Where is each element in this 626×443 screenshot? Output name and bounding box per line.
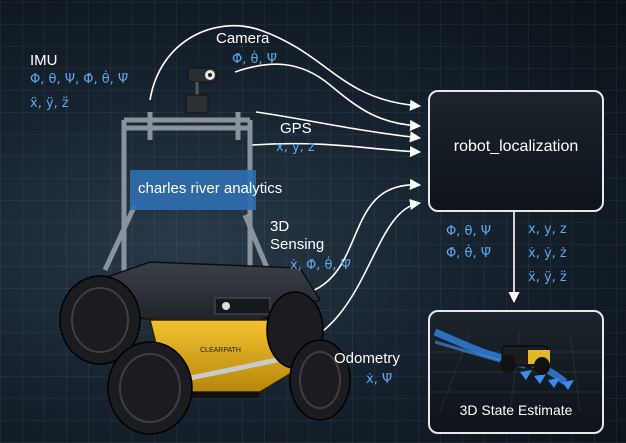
arrow-extra <box>251 142 422 158</box>
camera-device <box>185 67 217 114</box>
input-arrows <box>149 25 520 351</box>
imu-symbols-row2: ẍ, ÿ, z̈ <box>30 96 69 111</box>
output-left-row2: Φ̇, θ̇, Ψ̇ <box>446 246 491 261</box>
depth-sensor <box>214 297 271 315</box>
banner-background <box>130 170 256 210</box>
robot-localization-title: robot_localization <box>453 138 579 155</box>
imu-label: IMU <box>30 52 58 69</box>
robot-localization-box: robot_localization <box>428 90 604 212</box>
arrow-camera <box>234 63 422 132</box>
odometry-label: Odometry <box>334 350 400 367</box>
camera-symbols: Φ̇, θ̇, Ψ̇ <box>232 52 277 67</box>
gps-symbols: x, y, z <box>276 140 315 155</box>
arrow-gps <box>255 111 422 143</box>
imu-symbols-row1: Φ, θ, Ψ, Φ̇, θ̇, Ψ̇ <box>30 72 129 87</box>
state-estimate-box: 3D State Estimate <box>428 310 604 434</box>
banner-text: charles river analytics <box>138 180 283 197</box>
output-right-row1: x, y, z <box>528 222 567 237</box>
gps-label: GPS <box>280 120 312 137</box>
state-estimate-title: 3D State Estimate <box>459 402 573 418</box>
sensing-label-line2: Sensing <box>270 236 325 253</box>
output-right-row2: ẋ, ẏ, ż <box>528 246 567 261</box>
state-estimate-visual <box>430 328 602 413</box>
svg-text:CLEARPATH: CLEARPATH <box>200 347 241 354</box>
arrow-imu <box>149 25 422 111</box>
sensing-symbols: ẋ, Φ̇, θ̇, Ψ̇ <box>290 258 351 273</box>
output-left-row1: Φ, θ, Ψ <box>446 224 491 239</box>
sensing-label-line1: 3D <box>270 218 290 235</box>
arrow-3d-sensing <box>299 178 422 296</box>
output-right-row3: ẍ, ÿ, z̈ <box>528 270 567 285</box>
camera-label: Camera <box>216 30 270 47</box>
odometry-symbols: ẋ, Ψ̇ <box>366 372 393 387</box>
mast-frame <box>102 112 273 280</box>
